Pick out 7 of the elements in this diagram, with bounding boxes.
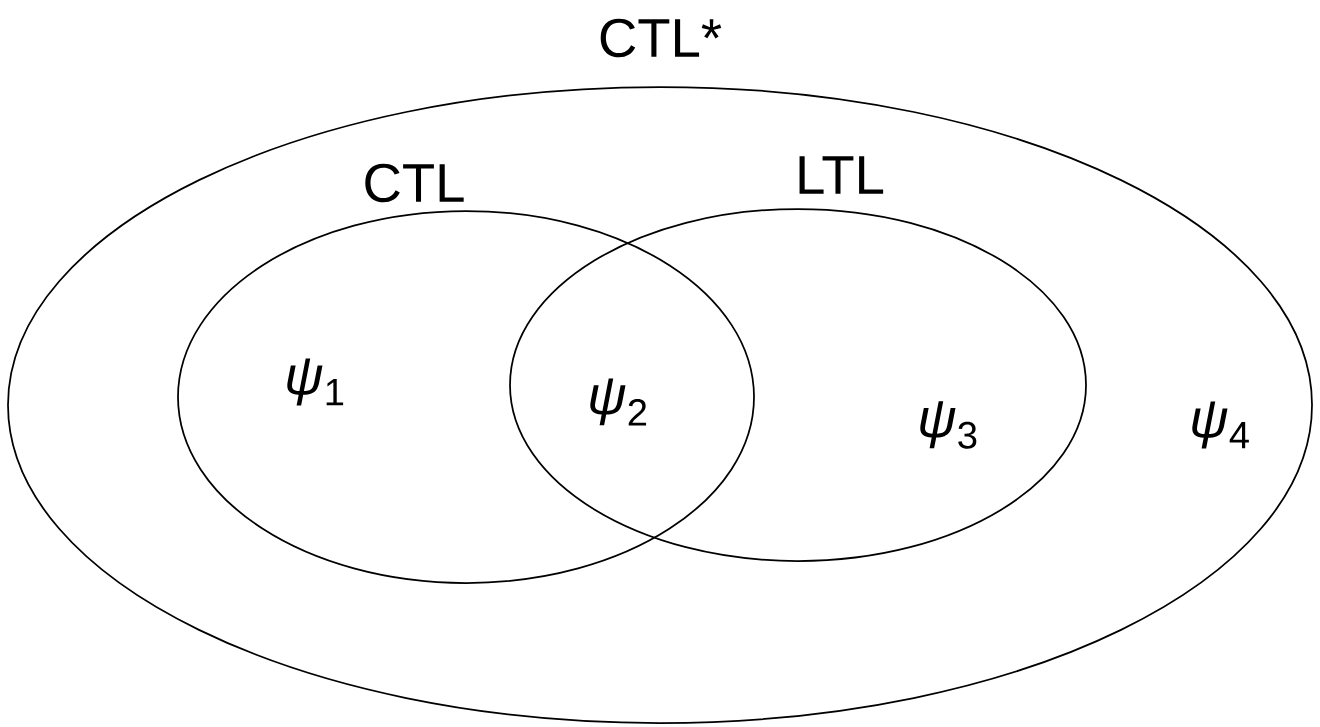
set-label: CTL [365,163,464,203]
set-label: CTL* [600,18,722,58]
set-label: LTL [799,156,884,194]
formula-label: ψ$_{1}$ [287,358,344,406]
formula-label: ψ$_{2}$ [590,378,647,426]
formula-label: ψ$_{3}$ [920,401,977,449]
formula-label: ψ$_{4}$ [1192,401,1249,449]
